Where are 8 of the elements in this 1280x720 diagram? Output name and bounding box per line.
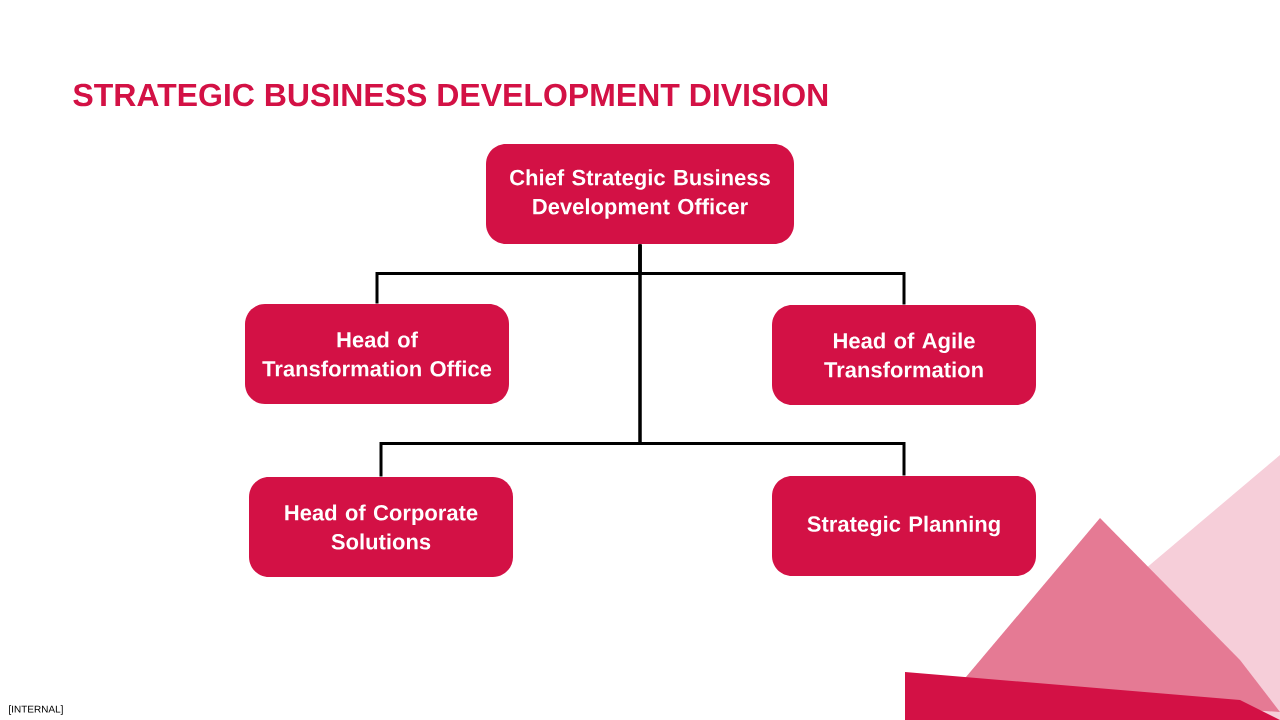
role-box: Head of Transformation Office: [245, 304, 509, 404]
role-box: Head of Corporate Solutions: [249, 477, 513, 577]
role-box: Head of Agile Transformation: [772, 305, 1036, 405]
title: STRATEGIC BUSINESS DEVELOPMENT DIVISION: [73, 83, 828, 107]
role-box: Chief Strategic Business Development Officer: [486, 144, 794, 244]
classification-note: [INTERNAL]: [9, 705, 63, 715]
role-box: Strategic Planning: [772, 476, 1036, 576]
connector-line: [638, 244, 906, 476]
